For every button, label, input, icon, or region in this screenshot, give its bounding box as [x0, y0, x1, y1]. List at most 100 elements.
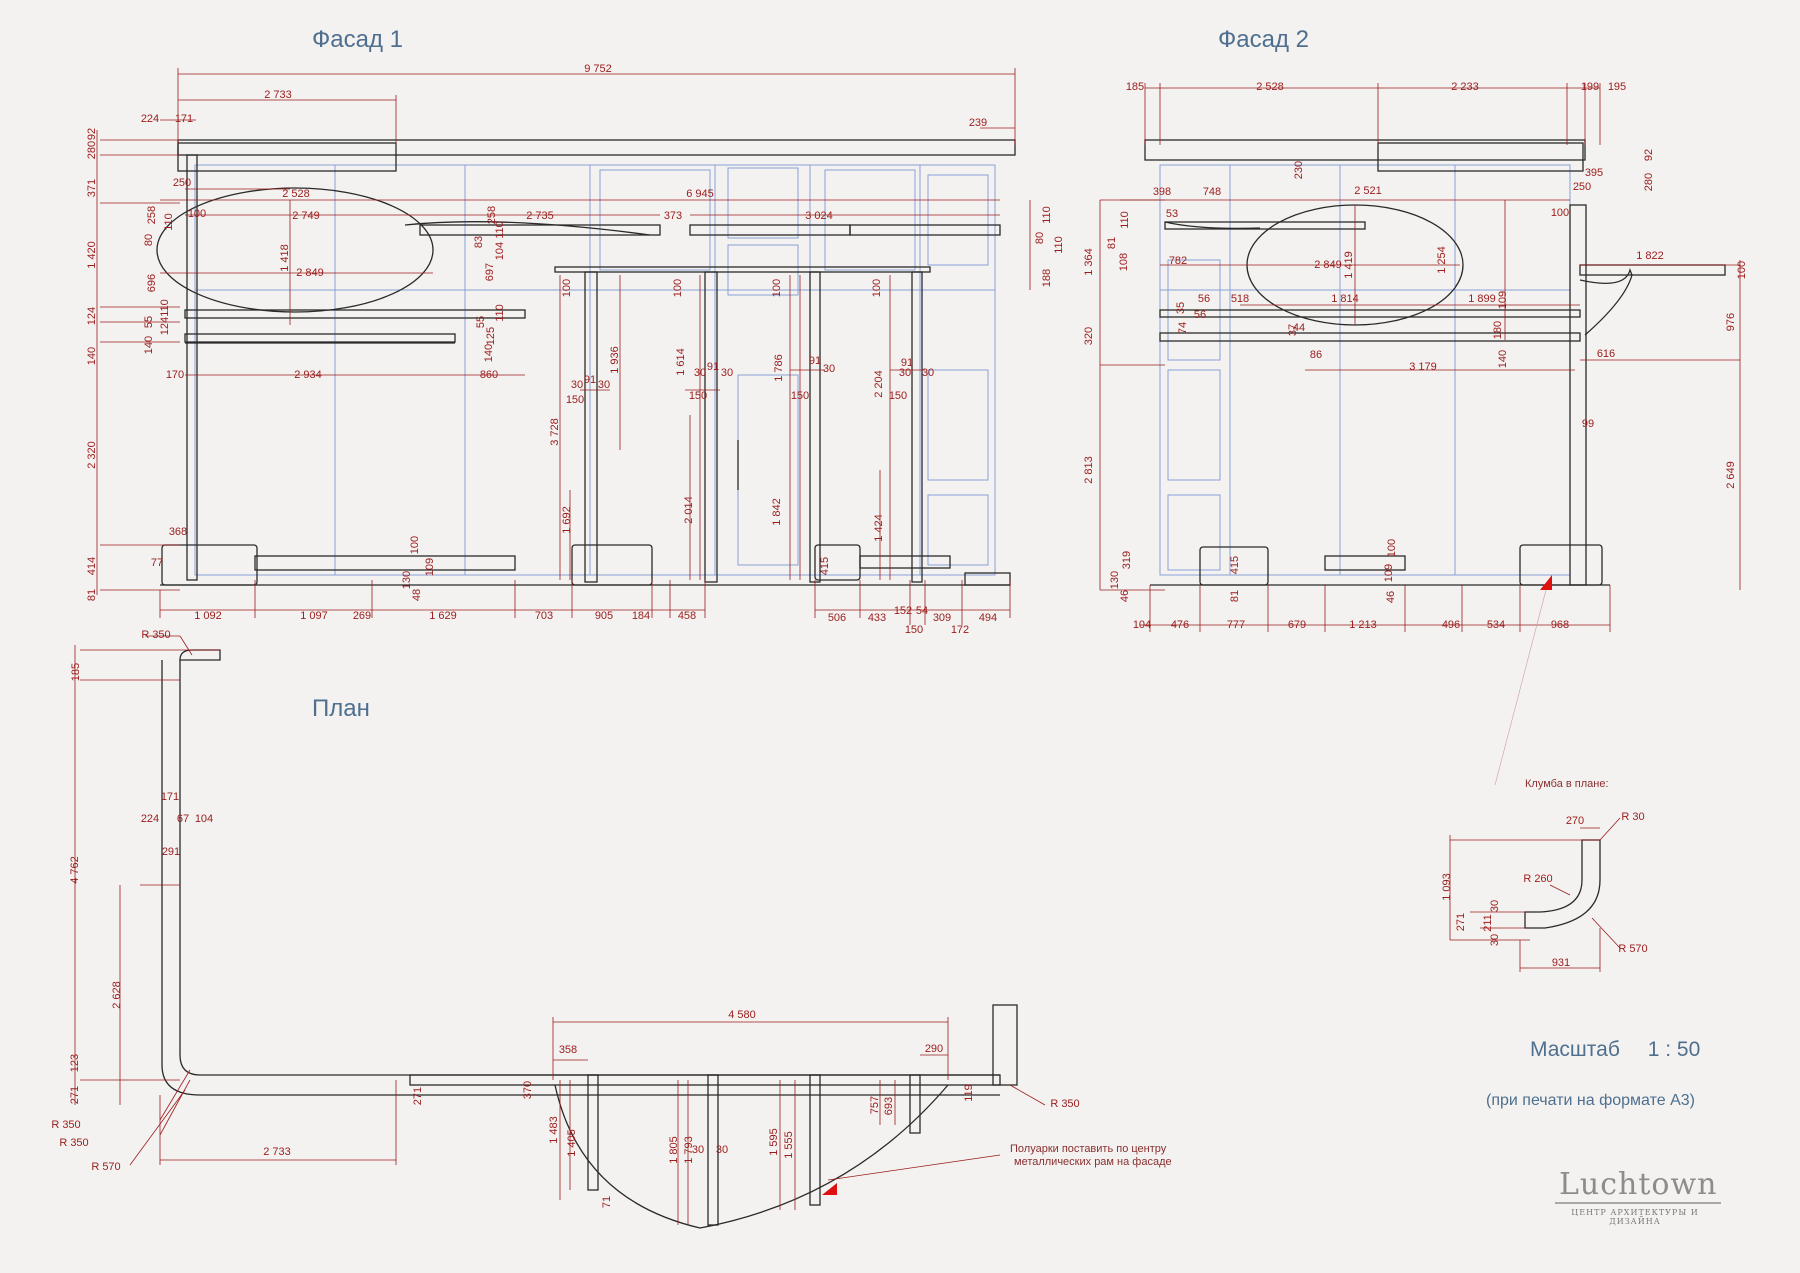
dimension-label: 30 — [571, 379, 583, 391]
company-logo: Luchtown ЦЕНТР АРХИТЕКТУРЫ И ДИЗАЙНА — [1555, 1168, 1722, 1226]
dimension-label: 271 — [412, 1087, 424, 1105]
dimension-label: 81 — [1229, 590, 1241, 602]
dimension-label: 1 614 — [675, 348, 687, 376]
dimension-label: 1 842 — [771, 498, 783, 526]
dimension-label: 100 — [561, 279, 573, 297]
dimension-label: 1 814 — [1331, 293, 1359, 305]
dimension-label: 239 — [969, 117, 987, 129]
dimension-label: 905 — [595, 610, 613, 622]
dimension-label: 1 092 — [194, 610, 222, 622]
dimension-label: 258 — [146, 206, 158, 224]
dimension-label: 92 — [86, 128, 98, 140]
dimension-label: 140 — [86, 347, 98, 365]
dimension-label: 30 — [1489, 900, 1501, 912]
dimension-label: 782 — [1169, 255, 1187, 267]
dimension-label: 67 — [177, 813, 189, 825]
dimension-label: 100 — [871, 279, 883, 297]
dimension-label: 130 — [401, 571, 413, 589]
dimension-label: 415 — [1229, 556, 1241, 574]
dimension-label: 119 — [963, 1084, 975, 1102]
dimension-label: R 350 — [141, 629, 170, 641]
dimension-label: 171 — [161, 791, 179, 803]
dimension-label: 91 — [809, 355, 821, 367]
dimension-label: 172 — [951, 624, 969, 636]
dimension-label: 1 418 — [279, 244, 291, 272]
dimension-label: 1 899 — [1468, 293, 1496, 305]
dimension-label: 224 — [141, 813, 159, 825]
dimension-label: 3 024 — [805, 210, 833, 222]
dimension-label: 506 — [828, 612, 846, 624]
dimension-label: 30 — [823, 363, 835, 375]
dimension-label: 108 — [1118, 253, 1130, 271]
facade-2-title: Фасад 2 — [1218, 26, 1309, 53]
dimension-label: 748 — [1203, 186, 1221, 198]
lamps-note-line-1: Полуарки поставить по центру — [1010, 1143, 1167, 1155]
dimension-label: 170 — [166, 369, 184, 381]
dimension-label: 81 — [1106, 237, 1118, 249]
dimension-label: 77 — [151, 557, 163, 569]
dimension-label: 250 — [1573, 181, 1591, 193]
dimension-label: 696 — [146, 274, 158, 292]
dimension-label: 188 — [1041, 269, 1053, 287]
dimension-label: 150 — [689, 390, 707, 402]
dimension-label: 110 — [1041, 206, 1053, 224]
dimension-label: 224 — [141, 113, 159, 125]
dimension-label: 319 — [1121, 551, 1133, 569]
dimension-label: 1 822 — [1636, 250, 1664, 262]
dimension-label: 123 — [69, 1054, 81, 1072]
dimension-label: 110 — [494, 304, 506, 322]
dimension-label: 703 — [535, 610, 553, 622]
dimension-label: 211 — [1482, 914, 1494, 932]
dimension-label: R 570 — [91, 1161, 120, 1173]
dimension-label: 1 254 — [1436, 246, 1448, 274]
dimension-label: 368 — [169, 526, 187, 538]
dimension-label: R 350 — [51, 1119, 80, 1131]
dimension-label: 100 — [409, 536, 421, 554]
dimension-label: 100 — [1551, 207, 1569, 219]
dimension-label: 291 — [162, 846, 180, 858]
dimension-label: 30 — [721, 367, 733, 379]
dimension-label: 124 — [159, 317, 171, 335]
dimension-label: 100 — [188, 208, 206, 220]
dimension-label: 3 728 — [549, 418, 561, 446]
dimension-label: 271 — [69, 1086, 81, 1104]
dimension-label: 37 — [1287, 324, 1299, 336]
dimension-label: 91 — [707, 361, 719, 373]
dimension-label: 9 752 — [584, 63, 612, 75]
facade-1-structure — [156, 139, 1016, 586]
lamps-note: Полуарки поставить по центру металлическ… — [1010, 1143, 1172, 1169]
lamps-note-line-2: металлических рам на фасаде — [1014, 1156, 1172, 1168]
dimension-label: 398 — [1153, 186, 1171, 198]
dimension-label: 199 — [1581, 81, 1599, 93]
dimension-label: 80 — [1034, 232, 1046, 244]
dimension-label: 414 — [86, 557, 98, 575]
dimension-label: 81 — [86, 589, 98, 601]
facade-1-dimension-lines — [96, 68, 1031, 625]
dimension-label: 30 — [694, 367, 706, 379]
scale-label: Масштаб — [1530, 1038, 1620, 1061]
dimension-label: 110 — [494, 221, 506, 239]
dimension-label: 2 014 — [683, 496, 695, 524]
dimension-label: 44 — [1293, 322, 1305, 334]
dimension-label: 110 — [1119, 211, 1131, 229]
dimension-label: 92 — [1643, 149, 1655, 161]
dimension-label: 931 — [1552, 957, 1570, 969]
dimension-label: 184 — [632, 610, 650, 622]
dimension-label: 171 — [175, 113, 193, 125]
plan-marker — [822, 1183, 837, 1195]
dimension-label: 2 733 — [264, 89, 292, 101]
dimension-label: R 350 — [59, 1137, 88, 1149]
dimension-label: 185 — [70, 663, 82, 681]
dimension-label: 616 — [1597, 348, 1615, 360]
dimension-label: 2 233 — [1451, 81, 1479, 93]
dimension-label: 140 — [1497, 350, 1509, 368]
dimension-label: 150 — [905, 624, 923, 636]
dimension-label: R 350 — [1050, 1098, 1079, 1110]
dimension-label: 433 — [868, 612, 886, 624]
dimension-label: 1 793 — [683, 1136, 695, 1164]
dimension-label: 180 — [1492, 321, 1504, 339]
dimension-label: 195 — [1608, 81, 1626, 93]
dimension-label: 74 — [1177, 322, 1189, 334]
dimension-label: 71 — [601, 1196, 613, 1208]
